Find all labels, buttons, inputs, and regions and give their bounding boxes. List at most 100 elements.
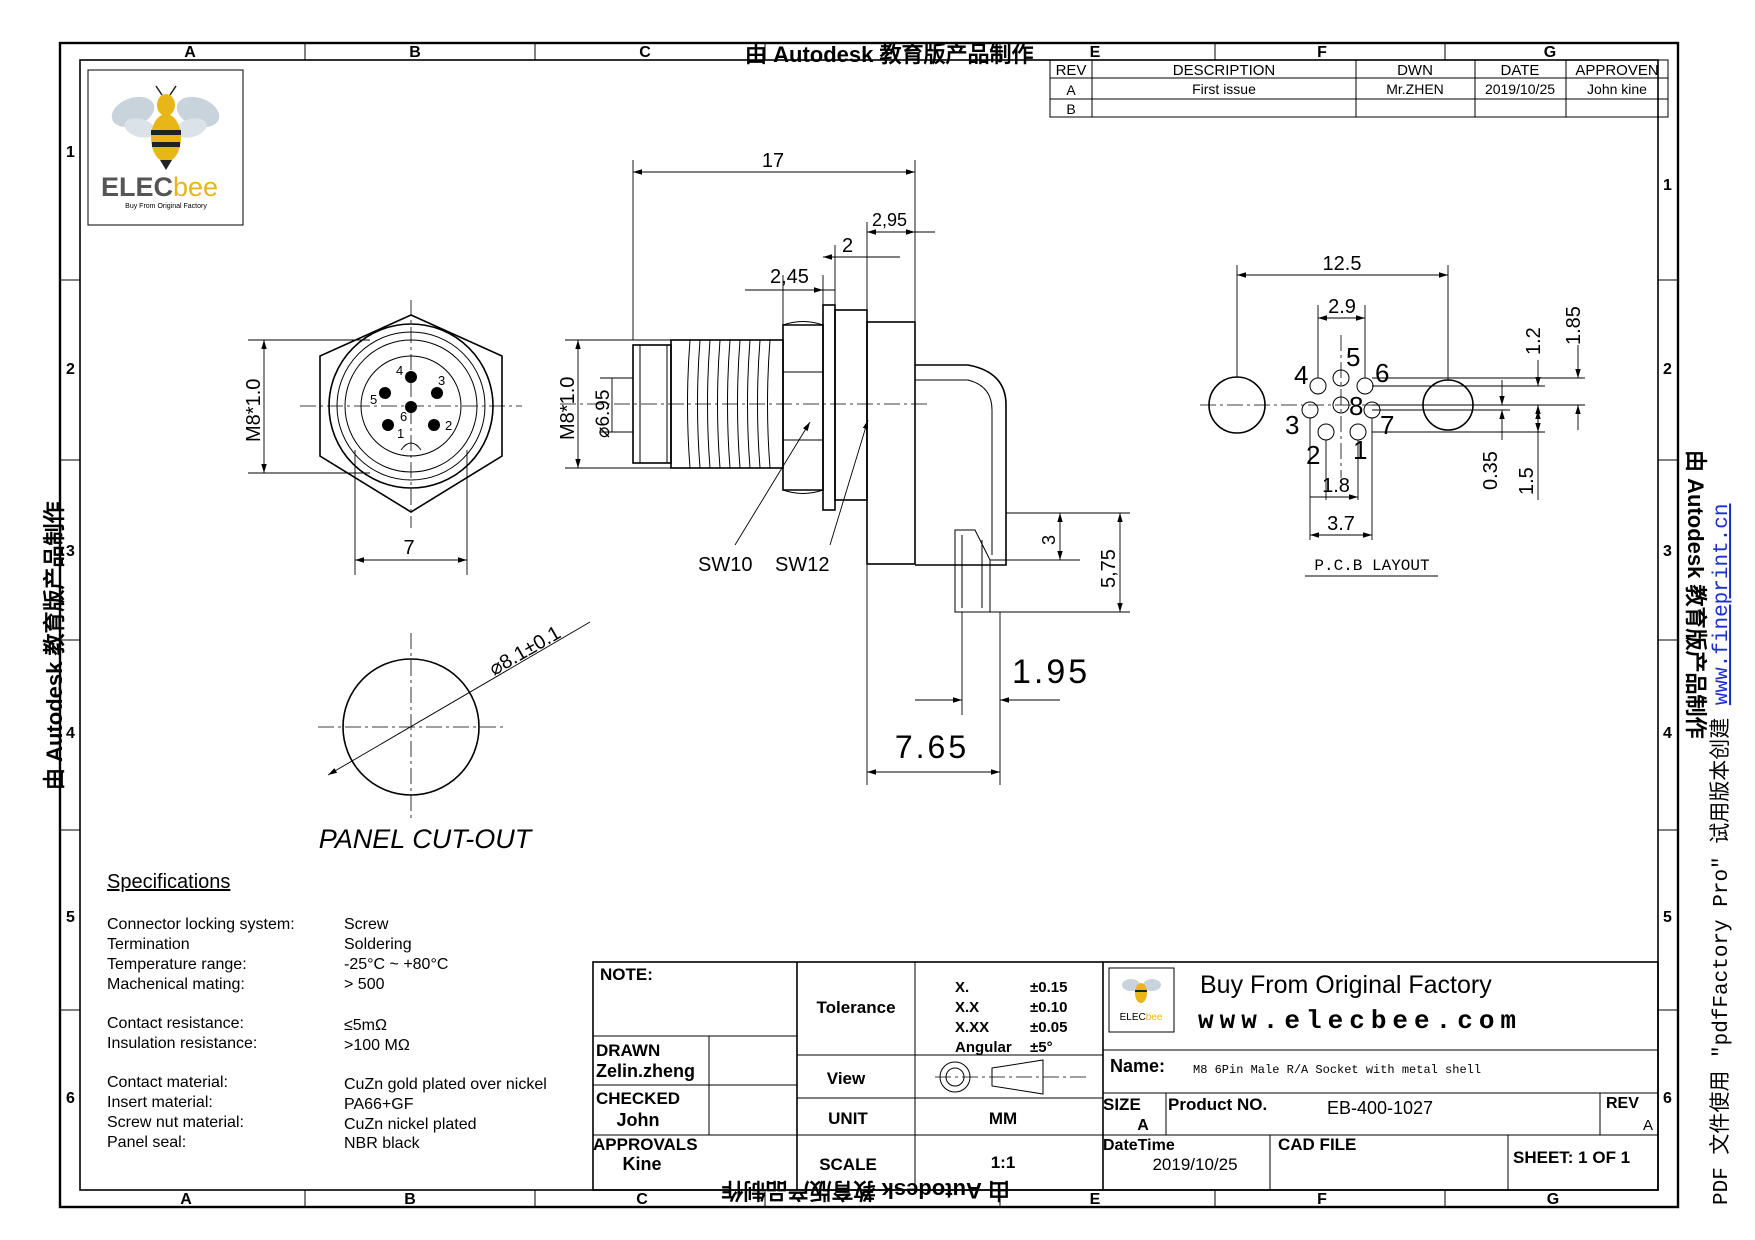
note-label: NOTE: bbox=[600, 965, 653, 984]
dim-pcb-h035: 0.35 bbox=[1480, 451, 1502, 490]
approvals-label: APPROVALS bbox=[593, 1135, 698, 1154]
row-label: 4 bbox=[1663, 725, 1672, 742]
dim-pcb-w29: 2.9 bbox=[1328, 296, 1356, 318]
dim-pcb-h12: 1.2 bbox=[1523, 327, 1545, 355]
rev-label: REV bbox=[1606, 1095, 1639, 1112]
dwn-header: DWN bbox=[1397, 62, 1433, 79]
table-cell: Mr.ZHEN bbox=[1386, 81, 1444, 97]
row-label: 1 bbox=[1663, 177, 1672, 194]
pin-label: 4 bbox=[396, 363, 403, 378]
approvals-value: Kine bbox=[622, 1154, 661, 1174]
cadfile-label: CAD FILE bbox=[1278, 1135, 1356, 1154]
spec-label: Contact material: bbox=[107, 1074, 228, 1091]
pcb-caption: P.C.B LAYOUT bbox=[1314, 557, 1429, 575]
rev-header: REV bbox=[1056, 62, 1087, 79]
label-sw10: SW10 bbox=[698, 554, 752, 576]
spec-label: Machenical mating: bbox=[107, 976, 245, 993]
date-header: DATE bbox=[1501, 62, 1540, 79]
revision-table: REV DESCRIPTION DWN DATE APPROVEN A Firs… bbox=[1049, 59, 1669, 118]
logo-tagline: Buy From Original Factory bbox=[125, 203, 207, 210]
tol-key: X.X bbox=[955, 999, 979, 1016]
pin-label: 4 bbox=[1294, 360, 1308, 390]
spec-title: Specifications bbox=[107, 871, 230, 893]
row-label: 2 bbox=[1663, 361, 1672, 378]
tol-value: ±0.10 bbox=[1030, 999, 1067, 1016]
spec-value: CuZn nickel plated bbox=[344, 1116, 477, 1133]
dim-pcb-h15: 1.5 bbox=[1516, 467, 1538, 495]
tol-value: ±0.15 bbox=[1030, 979, 1067, 996]
pin-label: 6 bbox=[1375, 358, 1389, 388]
dim-pcb-w18: 1.8 bbox=[1322, 475, 1350, 497]
dim-len-245: 2,45 bbox=[770, 266, 809, 288]
size-label: SIZE bbox=[1103, 1095, 1141, 1114]
row-label: 1 bbox=[66, 144, 75, 161]
datetime-label: DateTime bbox=[1103, 1137, 1175, 1154]
cutout-caption: PANEL CUT-OUT bbox=[319, 824, 534, 854]
spec-value: > 500 bbox=[344, 976, 385, 993]
pin-dots bbox=[379, 371, 443, 431]
watermark-left: 由 Autodesk 教育版产品制作 bbox=[42, 502, 67, 790]
product-value: EB-400-1027 bbox=[1327, 1098, 1433, 1118]
front-view: 1 2 3 4 5 6 M8*1.0 7 bbox=[243, 300, 522, 575]
row-label: 6 bbox=[66, 1090, 75, 1107]
pdf-link[interactable]: www.fineprint.cn bbox=[1711, 504, 1734, 706]
spec-label: Screw nut material: bbox=[107, 1114, 244, 1131]
table-cell: A bbox=[1066, 82, 1076, 98]
datetime-value: 2019/10/25 bbox=[1152, 1155, 1237, 1174]
dim-len-total: 17 bbox=[762, 150, 784, 172]
spec-value: CuZn gold plated over nickel bbox=[344, 1076, 547, 1093]
spec-value: NBR black bbox=[344, 1135, 421, 1152]
pin-label: 6 bbox=[400, 409, 407, 424]
pin-label: 7 bbox=[1380, 410, 1394, 440]
scale-value: 1:1 bbox=[991, 1153, 1016, 1172]
pin-label: 1 bbox=[1353, 435, 1367, 465]
drawn-value: Zelin.zheng bbox=[596, 1061, 695, 1081]
checked-value: John bbox=[617, 1110, 660, 1130]
row-label: 5 bbox=[66, 909, 75, 926]
tolerance-label: Tolerance bbox=[816, 998, 895, 1017]
col-label: B bbox=[409, 44, 421, 61]
dim-side-dia: ⌀6.95 bbox=[593, 390, 614, 438]
row-label: 5 bbox=[1663, 909, 1672, 926]
table-cell: First issue bbox=[1192, 81, 1256, 97]
size-value: A bbox=[1137, 1117, 1149, 1134]
approven-header: APPROVEN bbox=[1575, 62, 1658, 79]
dim-pcb-h185: 1.85 bbox=[1563, 306, 1585, 345]
pdf-watermark: PDF 文件使用 "pdfFactory Pro" 试用版本创建 www.fin… bbox=[1709, 504, 1734, 1206]
watermark-top: 由 Autodesk 教育版产品制作 bbox=[745, 42, 1033, 67]
rev-value: A bbox=[1643, 1117, 1653, 1134]
grid-labels: A B C E F G A B C E F G 1 2 3 4 5 6 1 2 … bbox=[66, 44, 1672, 1208]
pin-label: 2 bbox=[445, 418, 452, 433]
drawn-label: DRAWN bbox=[596, 1041, 660, 1060]
col-label: F bbox=[1317, 44, 1327, 61]
spec-label: Termination bbox=[107, 936, 190, 953]
pin-label: 5 bbox=[370, 392, 377, 407]
col-label: G bbox=[1547, 1191, 1559, 1208]
name-label: Name: bbox=[1110, 1056, 1165, 1076]
tol-key: X.XX bbox=[955, 1019, 989, 1036]
spec-label: Contact resistance: bbox=[107, 1015, 244, 1032]
pin-label: 3 bbox=[1285, 410, 1299, 440]
sheet-label: SHEET: 1 OF 1 bbox=[1513, 1148, 1630, 1167]
dim-side-thread: M8*1.0 bbox=[557, 377, 579, 440]
pcb-layout: 1 2 3 4 5 6 7 8 12.5 2.9 1.2 1.85 bbox=[1200, 253, 1585, 577]
dim-pcb-w37: 3.7 bbox=[1327, 513, 1355, 535]
dim-len-295: 2,95 bbox=[872, 210, 907, 230]
label-sw12: SW12 bbox=[775, 554, 829, 576]
tol-key: X. bbox=[955, 979, 969, 996]
pin-label: 3 bbox=[438, 373, 445, 388]
col-label: F bbox=[1317, 1191, 1327, 1208]
dim-pcb-w125: 12.5 bbox=[1323, 253, 1362, 275]
col-label: C bbox=[639, 44, 651, 61]
product-label: Product NO. bbox=[1168, 1095, 1267, 1114]
col-label: E bbox=[1090, 44, 1101, 61]
spec-label: Panel seal: bbox=[107, 1134, 186, 1151]
unit-label: UNIT bbox=[828, 1109, 868, 1128]
website[interactable]: www.elecbee.com bbox=[1198, 1006, 1522, 1036]
row-label: 2 bbox=[66, 361, 75, 378]
view-label: View bbox=[827, 1069, 866, 1088]
spec-label: Insert material: bbox=[107, 1094, 213, 1111]
col-label: G bbox=[1544, 44, 1556, 61]
dim-cutout-dia: ⌀8.1±0.1 bbox=[486, 622, 565, 680]
